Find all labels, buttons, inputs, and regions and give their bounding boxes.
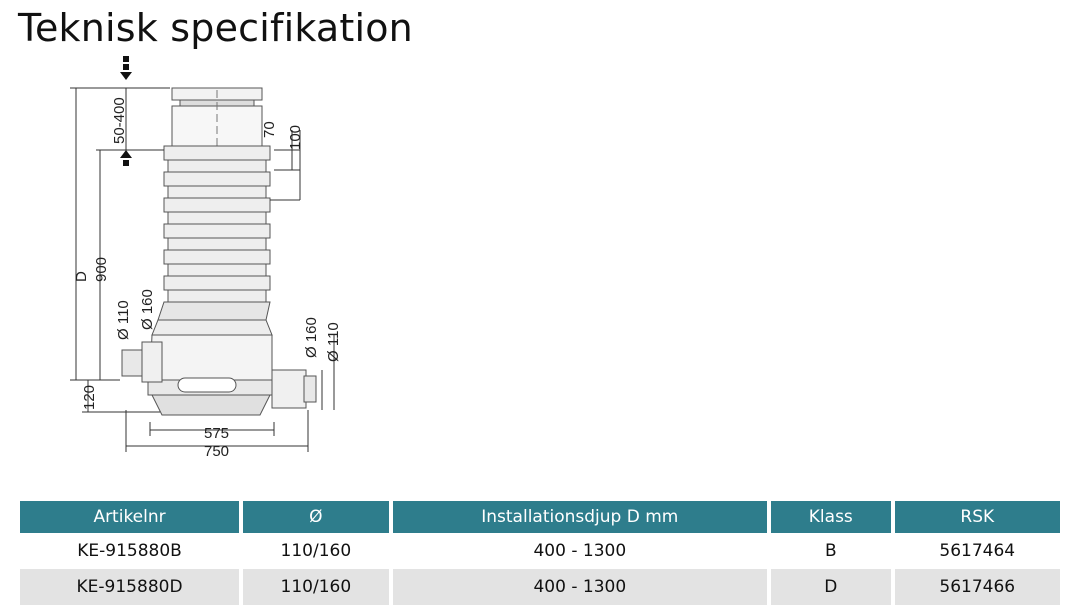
cell-artikelnr: KE-915880B [20, 533, 240, 569]
dim-575-label: 575 [204, 425, 229, 442]
cell-diameter: 110/160 [243, 533, 389, 569]
header-artikelnr: Artikelnr [20, 501, 240, 533]
dim-750-label: 750 [204, 443, 229, 460]
dim-120-label: 120 [81, 385, 98, 410]
table-header-row: Artikelnr Ø Installationsdjup D mm Klass… [20, 501, 1060, 533]
dim-outlet-small-label: Ø 110 [325, 322, 342, 362]
header-diameter: Ø [243, 501, 389, 533]
dim-inlet-small-label: Ø 110 [115, 300, 132, 340]
header-installationsdjup: Installationsdjup D mm [392, 501, 768, 533]
page-title: Teknisk specifikation [18, 6, 413, 50]
cell-klass: B [771, 533, 891, 569]
dim-70-label: 70 [261, 121, 278, 138]
header-rsk: RSK [894, 501, 1060, 533]
technical-drawing: 50-400 70 100 D 900 120 Ø 110 Ø 160 Ø 16… [70, 56, 342, 460]
dim-inlet-large-label: Ø 160 [139, 289, 156, 330]
dim-900-label: 900 [93, 257, 110, 282]
header-klass: Klass [771, 501, 891, 533]
dim-d-label: D [73, 271, 90, 282]
cell-rsk: 5617466 [894, 569, 1060, 605]
dim-100-label: 100 [287, 125, 304, 150]
spec-table: Artikelnr Ø Installationsdjup D mm Klass… [16, 501, 1064, 605]
cell-diameter: 110/160 [243, 569, 389, 605]
cell-rsk: 5617464 [894, 533, 1060, 569]
table-row: KE-915880B 110/160 400 - 1300 B 5617464 [20, 533, 1060, 569]
cell-artikelnr: KE-915880D [20, 569, 240, 605]
dim-outlet-large-label: Ø 160 [303, 317, 320, 358]
cell-installationsdjup: 400 - 1300 [392, 569, 768, 605]
cell-klass: D [771, 569, 891, 605]
table-row: KE-915880D 110/160 400 - 1300 D 5617466 [20, 569, 1060, 605]
dim-adjust-label: 50-400 [111, 97, 128, 144]
cell-installationsdjup: 400 - 1300 [392, 533, 768, 569]
